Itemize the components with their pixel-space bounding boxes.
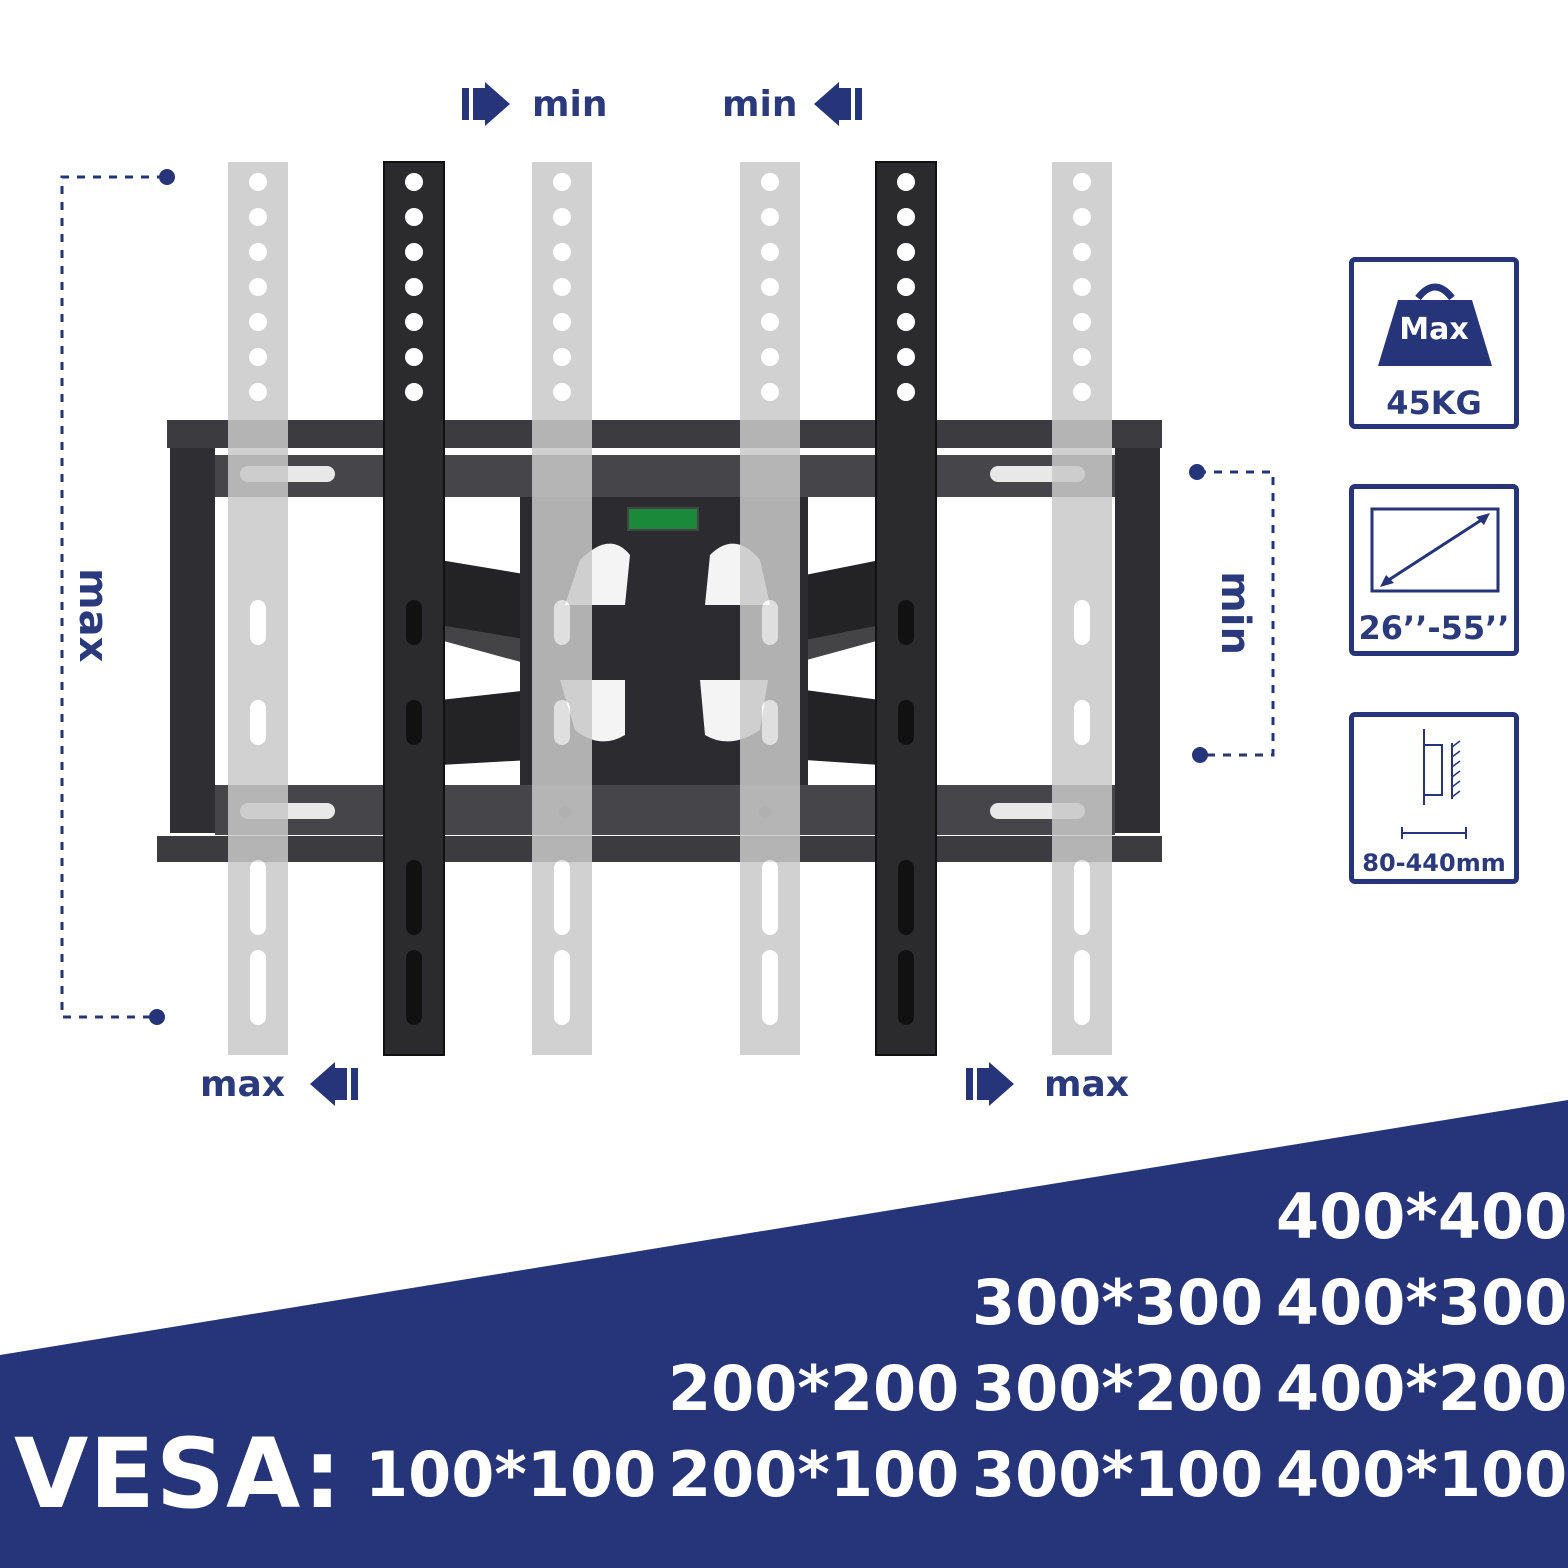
vesa-size: 300*100 <box>972 1438 1264 1511</box>
dark-bracket <box>383 161 445 1056</box>
wall-plate <box>157 420 1162 862</box>
arrow-left-icon <box>814 82 862 126</box>
weight-value: 45KG <box>1386 384 1482 422</box>
wall-distance-icon <box>1401 729 1467 839</box>
wall-distance-badge: 80-440mm <box>1349 712 1519 884</box>
screen-size-badge: 26’’-55’’ <box>1349 484 1519 656</box>
vesa-size: 400*100 <box>1276 1438 1568 1511</box>
vesa-size: 400*200 <box>1276 1352 1568 1425</box>
min-vertical-label: min <box>1212 571 1258 655</box>
vesa-banner <box>0 1100 1568 1568</box>
weight-icon <box>1378 283 1492 366</box>
vesa-size: 300*200 <box>972 1352 1264 1425</box>
max-vertical-label: max <box>70 568 116 663</box>
ghost-bracket <box>228 162 288 1055</box>
vesa-size: 400*300 <box>1276 1266 1568 1339</box>
ghost-bracket <box>532 162 592 1055</box>
vesa-size: 400*400 <box>1276 1180 1568 1253</box>
arrow-right-icon <box>966 1062 1014 1106</box>
screen-size-value: 26’’-55’’ <box>1358 609 1510 647</box>
min-dimension-line <box>1198 470 1275 757</box>
vesa-title: VESA: <box>14 1418 343 1530</box>
arrow-left-icon <box>310 1062 358 1106</box>
vesa-size: 200*200 <box>668 1352 960 1425</box>
arrow-right-icon <box>462 82 510 126</box>
min-right-label: min <box>722 84 798 125</box>
screen-diagonal-icon <box>1370 507 1500 593</box>
max-load-badge: Max 45KG <box>1349 257 1519 429</box>
max-right-label: max <box>1044 1064 1130 1105</box>
ghost-brackets <box>228 162 1112 1055</box>
max-dimension-line <box>60 175 165 1019</box>
weight-title: Max <box>1399 312 1469 347</box>
vesa-size: 100*100 <box>365 1438 657 1511</box>
vesa-size: 200*100 <box>668 1438 960 1511</box>
min-left-label: min <box>532 84 608 125</box>
max-left-label: max <box>200 1064 286 1105</box>
wall-distance-value: 80-440mm <box>1362 849 1506 877</box>
vesa-size: 300*300 <box>972 1266 1264 1339</box>
ghost-bracket <box>740 162 800 1055</box>
dark-brackets <box>383 161 937 1056</box>
ghost-bracket <box>1052 162 1112 1055</box>
dark-bracket <box>875 161 937 1056</box>
